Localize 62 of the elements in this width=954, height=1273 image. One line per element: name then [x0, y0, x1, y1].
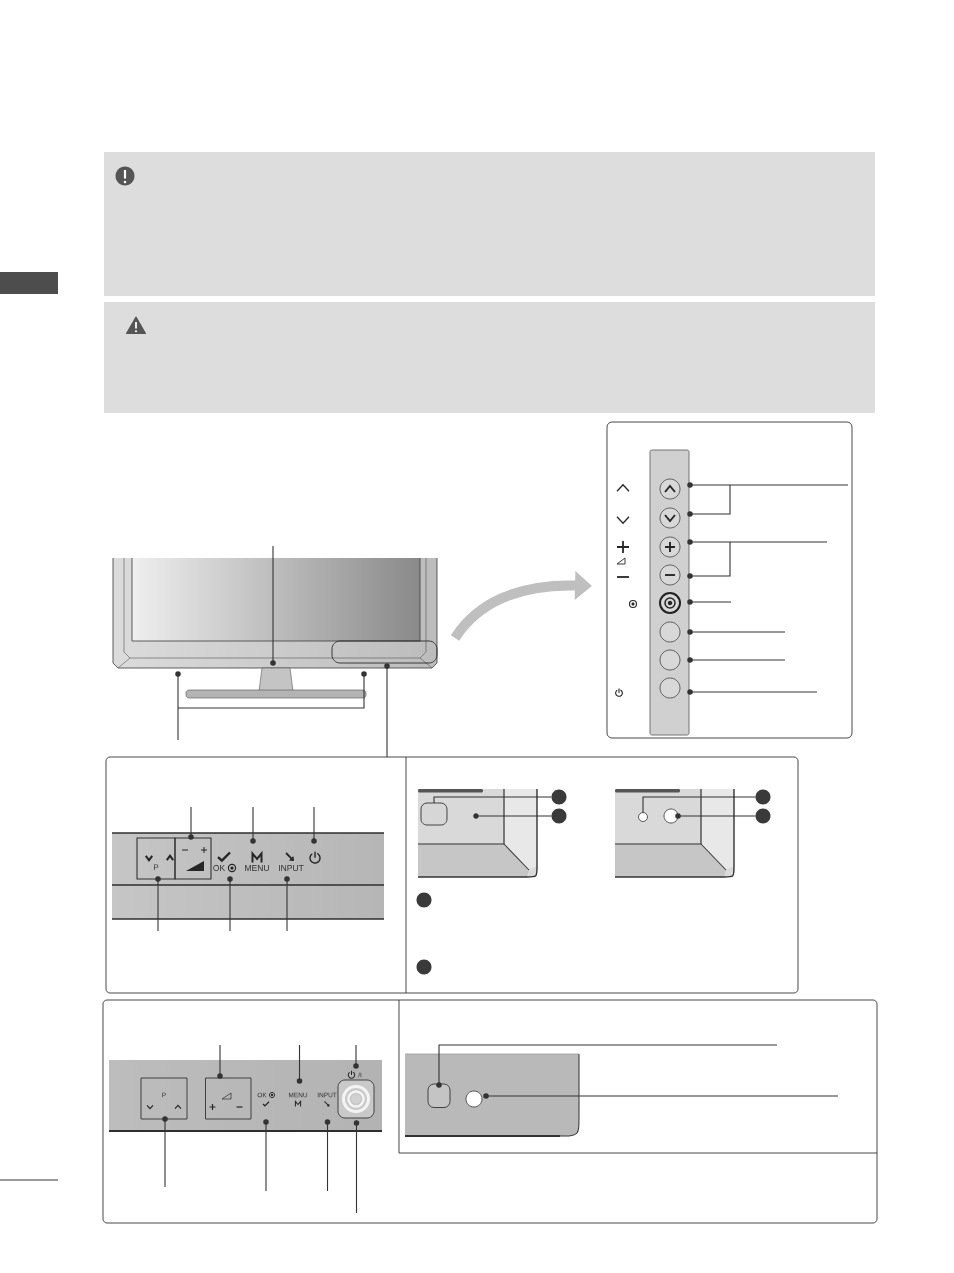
power-button — [337, 1079, 375, 1119]
control-label: OK — [213, 865, 226, 871]
callout-circle — [416, 959, 432, 975]
leader-line — [284, 876, 290, 932]
leader-line — [250, 806, 256, 844]
callout-circle — [551, 808, 567, 824]
callout-circle — [416, 892, 432, 908]
button-box — [205, 1077, 252, 1120]
leader-line — [478, 815, 553, 817]
round-button — [659, 564, 681, 586]
leader-line — [687, 599, 732, 605]
control-strip — [331, 640, 438, 664]
round-window — [663, 808, 679, 824]
round-button — [659, 677, 681, 699]
power-icon — [309, 851, 321, 864]
round-button — [659, 621, 681, 643]
leader-line — [227, 876, 233, 932]
callout-circle — [755, 808, 771, 824]
callout-circle — [755, 789, 771, 805]
round-window — [465, 1090, 483, 1108]
leader-line — [296, 1044, 303, 1084]
round-button — [659, 478, 681, 500]
control-label: INPUT — [279, 865, 304, 871]
square-button — [427, 1083, 451, 1108]
button-box — [174, 837, 212, 880]
leader-line — [675, 813, 757, 819]
leader-line — [311, 806, 317, 844]
square-button — [420, 802, 448, 826]
inset-frame — [606, 421, 853, 739]
inset-frame — [105, 756, 799, 994]
leader-line — [175, 671, 181, 741]
leader-line — [324, 1119, 331, 1192]
leader-line — [162, 1116, 168, 1188]
callout-circle — [551, 789, 567, 805]
indicator-light — [638, 812, 648, 822]
leader-line — [155, 876, 161, 932]
leader-line — [263, 1119, 269, 1192]
control-label: MENU — [245, 865, 269, 871]
leader-line — [642, 796, 757, 814]
round-button — [659, 536, 681, 558]
leader-line — [177, 671, 367, 709]
round-button — [659, 507, 681, 529]
leader-line — [687, 689, 818, 695]
leader-line — [433, 796, 553, 804]
leader-line — [687, 539, 828, 545]
round-button — [659, 649, 681, 671]
leader-line — [353, 1044, 359, 1069]
button-box: P — [136, 837, 176, 880]
leader-line — [188, 806, 194, 840]
inset-frame — [102, 999, 878, 1224]
leader-line — [483, 1093, 839, 1099]
tv-drawing — [112, 557, 438, 699]
leader-line — [217, 1044, 223, 1079]
leader-line — [687, 484, 731, 517]
leader-line — [687, 629, 786, 635]
leader-line — [687, 541, 731, 579]
leader-line — [270, 545, 276, 666]
leader-line — [687, 657, 786, 663]
leader-line — [353, 1120, 360, 1214]
leader-line — [687, 482, 849, 488]
leader-line — [436, 1044, 778, 1088]
leader-line — [384, 663, 390, 758]
